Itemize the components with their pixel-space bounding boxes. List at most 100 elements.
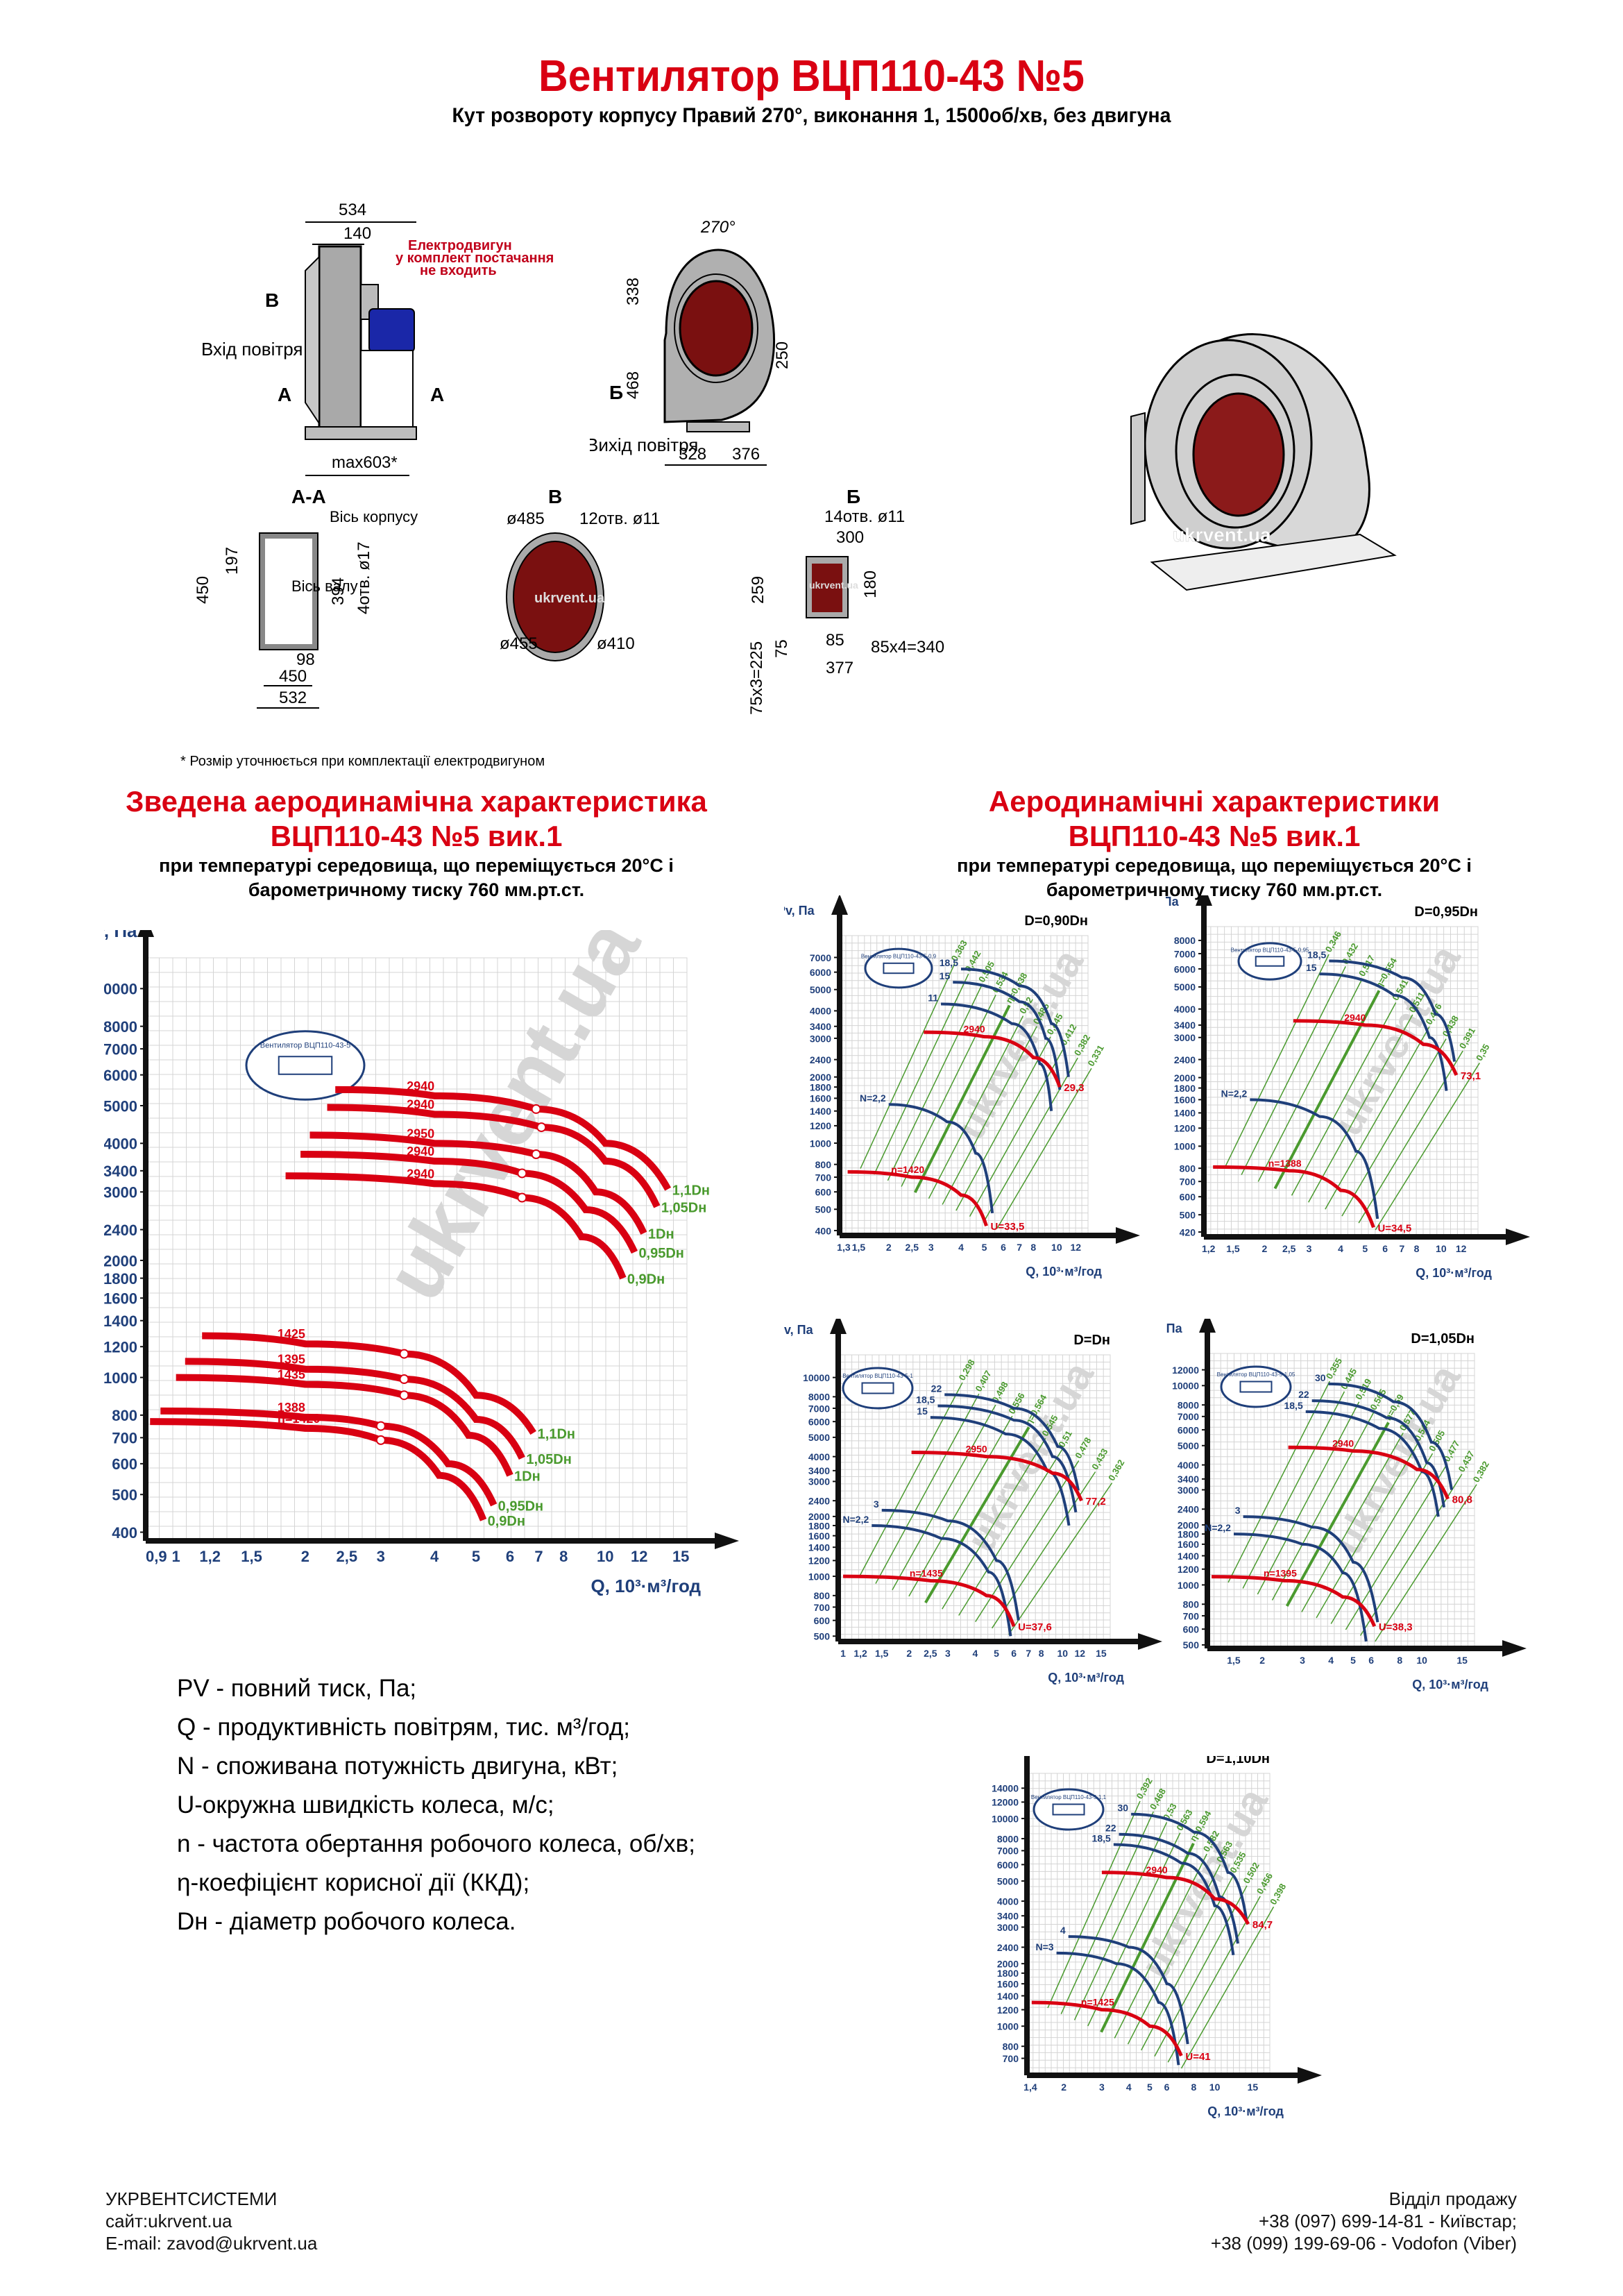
logo-fan-glyph [1239, 1381, 1273, 1393]
power-curve [1233, 1533, 1368, 1642]
y-tick-label: 1000 [1178, 1580, 1199, 1591]
x-tick-label: 4 [973, 1648, 978, 1659]
y-axis-label: Pv, Па [1166, 895, 1180, 909]
logo-text: Вентилятор ВЦП110-43-5-0,95 [1231, 947, 1309, 954]
email-link[interactable]: E-mail: zavod@ukrvent.ua [105, 2233, 318, 2254]
rpm-label: 1388 [278, 1401, 305, 1415]
logo-icon [245, 1030, 366, 1101]
x-tick-label: 5 [1350, 1655, 1356, 1666]
y-tick-label: 2400 [810, 1054, 831, 1065]
view-v-watermark: ukrvent.ua [534, 591, 605, 606]
dim-180: 180 [861, 571, 880, 598]
symbol-legend: PV - повний тиск, Па; Q - продуктивність… [177, 1669, 695, 1941]
rpm-label: 2940 [407, 1145, 434, 1158]
x-tick-label: 8 [1039, 1648, 1044, 1659]
y-axis-arrow [1199, 1319, 1216, 1333]
rpm-curve [1031, 2000, 1183, 2057]
motor-note-3: не входить [420, 263, 497, 278]
efficiency-line [1114, 1853, 1207, 2038]
x-tick-label: 1 [840, 1648, 846, 1659]
y-tick-label: 8000 [997, 1833, 1019, 1844]
x-tick-label: 10 [1416, 1655, 1427, 1666]
section-aa-drawing: А-А Вісь корпусу Вісь валу 450 197 394 4… [194, 486, 418, 709]
efficiency-line [908, 1415, 1013, 1597]
y-tick-label: 6000 [1174, 963, 1196, 974]
efficiency-line [1167, 1896, 1261, 2063]
efficiency-line [1301, 1433, 1404, 1612]
y-tick-label: 6000 [1178, 1424, 1199, 1435]
power-curve [881, 1508, 1020, 1621]
view-v-title: В [548, 486, 562, 507]
y-tick-label: 4000 [1174, 1004, 1196, 1015]
phone-1[interactable]: +38 (097) 699-14-81 - Київстар; [1258, 2211, 1517, 2231]
power-curve [1131, 1812, 1248, 1919]
y-tick-label: 800 [1183, 1599, 1200, 1610]
detail-title-1: Аеродинамічні характеристики [988, 785, 1441, 818]
y-tick-label: 3000 [1174, 1032, 1196, 1043]
power-curve [1328, 1382, 1454, 1490]
phone-2[interactable]: +38 (099) 199-69-06 - Vodofon (Viber) [1210, 2233, 1517, 2254]
efficiency-line [955, 1036, 1051, 1211]
x-tick-label: 2 [1262, 1243, 1268, 1254]
power-label: 22 [1298, 1389, 1309, 1400]
x-tick-label: 1,5 [241, 1548, 262, 1565]
efficiency-line [1257, 978, 1363, 1182]
x-tick-label: 15 [1456, 1655, 1468, 1666]
efficiency-line [901, 995, 996, 1187]
x-tick-label: 15 [672, 1548, 689, 1565]
dim-377: 377 [826, 659, 853, 677]
u-low-label: U=37,6 [1018, 1621, 1052, 1633]
rpm-label: n=1435 [910, 1567, 943, 1578]
dim-85x4: 85x4=340 [871, 638, 944, 657]
x-tick-label: 10 [1209, 2082, 1221, 2093]
y-tick-label: 1000 [997, 2021, 1019, 2032]
y-tick-label: 8000 [1174, 935, 1196, 946]
rpm-label: 2940 [964, 1024, 985, 1035]
y-tick-label: 1800 [808, 1520, 830, 1531]
rpm-curve [924, 1030, 1062, 1088]
x-tick-label: 2,5 [924, 1648, 937, 1659]
logo-text: Вентилятор ВЦП110-43-5-0,9 [861, 954, 937, 960]
y-tick-label: 2400 [104, 1222, 137, 1239]
x-tick-label: 2 [1061, 2082, 1067, 2093]
dim-75: 75 [772, 639, 791, 658]
y-tick-label: 4000 [997, 1896, 1019, 1907]
x-tick-label: 15 [1096, 1648, 1107, 1659]
site-link[interactable]: сайт:ukrvent.ua [105, 2211, 232, 2231]
x-tick-label: 4 [430, 1548, 439, 1565]
y-tick-label: 1800 [1174, 1083, 1196, 1094]
y-tick-label: 1200 [810, 1120, 831, 1131]
x-axis-arrow [715, 1533, 739, 1549]
rpm-label: 2940 [407, 1167, 434, 1181]
motor-note-1: Електродвигун [408, 238, 512, 253]
company-name: УКРВЕНТСИСТЕМИ [105, 2188, 278, 2209]
rpm-label: n=1420 [278, 1412, 321, 1426]
x-tick-label: 3 [945, 1648, 951, 1659]
y-tick-label: 600 [815, 1187, 832, 1198]
x-tick-label: 2,5 [1282, 1243, 1296, 1254]
u-low-label: U=34,5 [1377, 1222, 1411, 1234]
efficiency-line [1141, 1875, 1234, 2051]
rpm-curve [847, 1170, 988, 1227]
y-tick-label: 1600 [997, 1978, 1019, 1989]
x-tick-label: 7 [1026, 1648, 1031, 1659]
rpm-curve [1101, 1871, 1250, 1925]
efficiency-line [942, 1437, 1046, 1610]
air-outlet-label: Вихід повітря [590, 434, 698, 455]
y-tick-label: 3400 [810, 1021, 831, 1032]
x-axis-arrow [1506, 1229, 1530, 1245]
y-tick-label: 700 [1003, 2053, 1019, 2064]
efficiency-line [1008, 1483, 1113, 1635]
y-tick-label: 5000 [104, 1097, 137, 1115]
y-tick-label: 500 [815, 1204, 832, 1215]
logo-fan-glyph [861, 1382, 894, 1394]
y-tick-label: 4000 [808, 1451, 830, 1462]
power-label: N=3 [1035, 1941, 1053, 1952]
x-tick-label: 2 [886, 1242, 892, 1253]
y-tick-label: 8000 [104, 1018, 137, 1036]
label-b: В [265, 289, 279, 311]
y-tick-label: 1800 [810, 1081, 831, 1092]
x-axis-label: Q, 10³·м³/год [1412, 1678, 1488, 1691]
legend-eta: η-коефіцієнт корисної дії (ККД); [177, 1869, 530, 1896]
x-tick-label: 7 [534, 1548, 543, 1565]
